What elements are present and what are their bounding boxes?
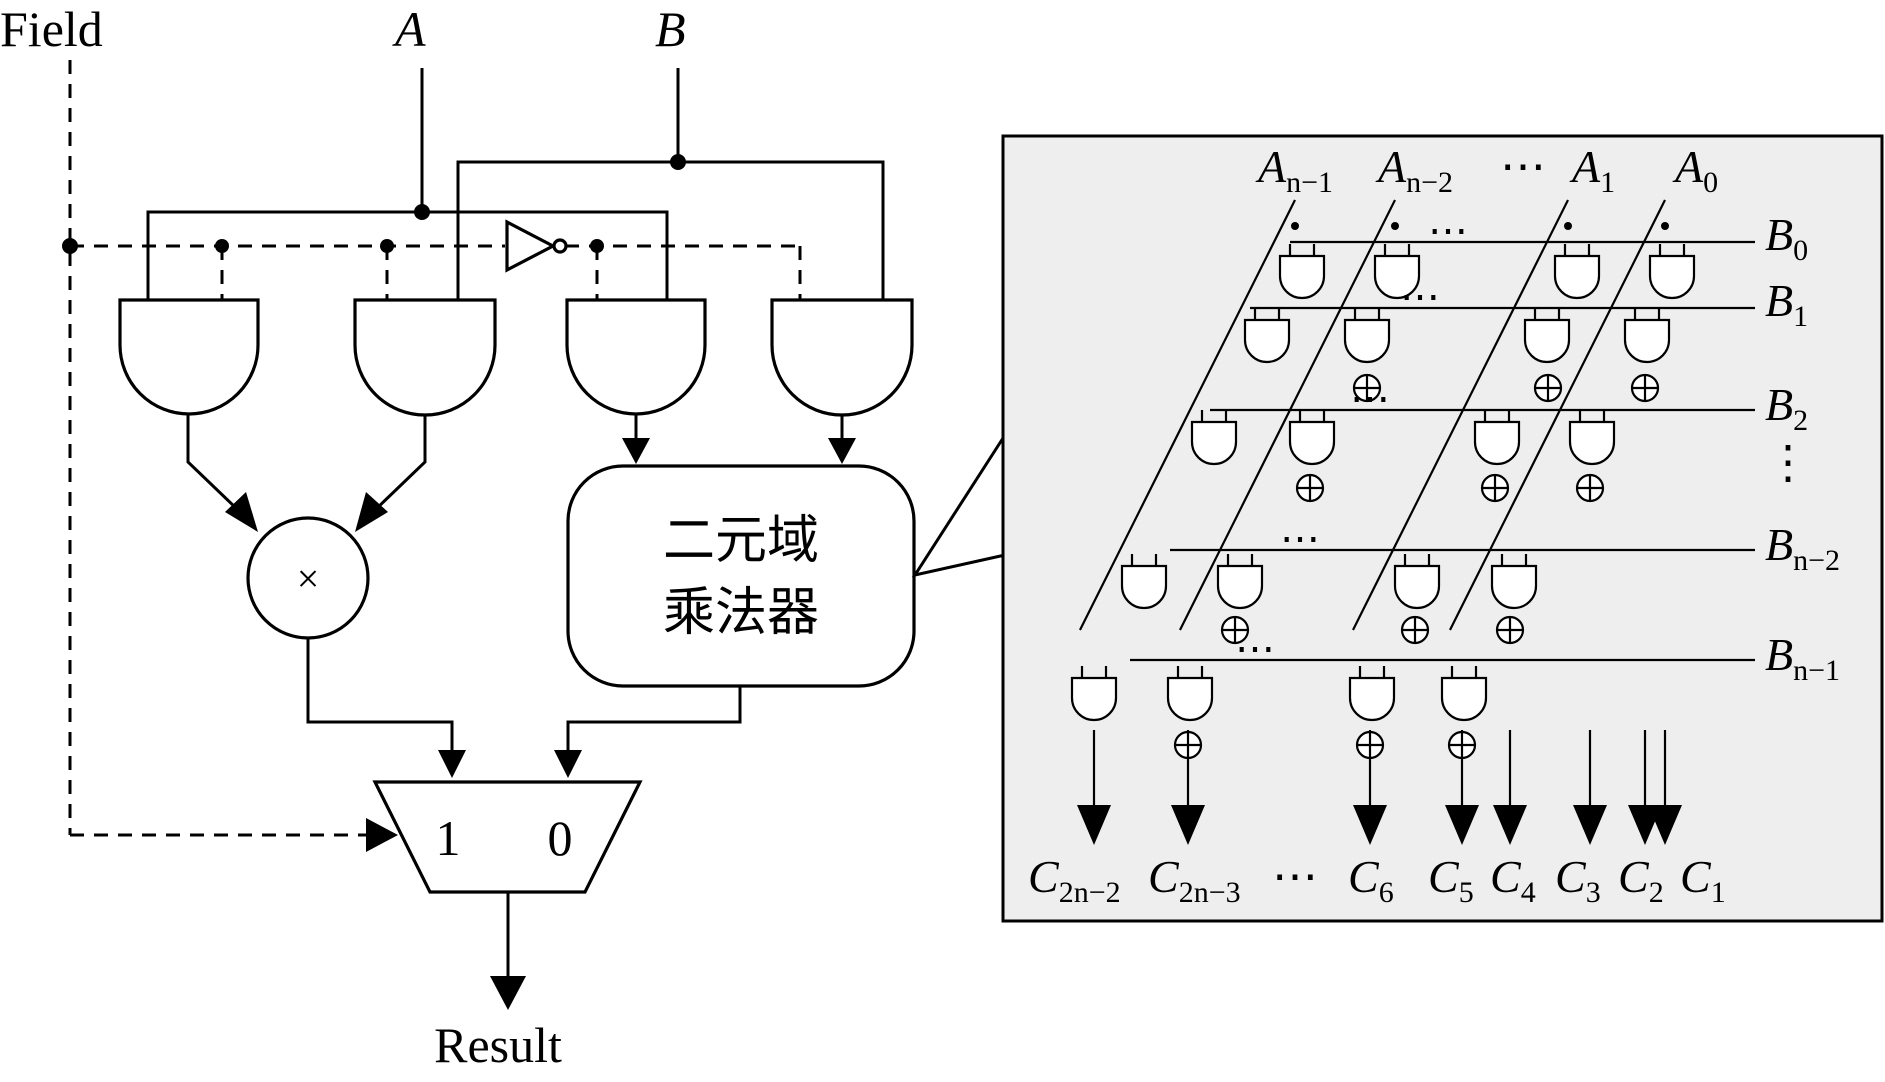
and-gate-1 [118,298,260,416]
integer-multiplier: × [246,516,370,640]
c-output-label: C2 [1618,851,1664,909]
and-gate-2 [353,298,497,417]
row-ellipsis: ⋯ [1280,516,1320,561]
mux-input-0-label: 0 [548,810,573,866]
output-arrow [1445,805,1479,845]
and-gate [1373,244,1421,300]
and-gate [1440,666,1488,722]
xor-gate [1575,473,1605,503]
xor-gate [1173,730,1203,760]
a-input-label: An−2 [1375,141,1453,199]
and-gate [1166,666,1214,722]
a-diagonal-line [1179,199,1396,631]
and-gate [1648,244,1696,300]
output-arrow [1077,805,1111,845]
junction-dot [1564,222,1572,230]
and-gate-3 [565,298,707,416]
and-gate [1490,554,1538,610]
wire-b [456,68,885,300]
xor-gate [1630,373,1660,403]
xor-gate [1480,473,1510,503]
b-input-label: B1 [1765,275,1808,333]
binary-multiplier-line2: 乘法器 [663,583,819,643]
and-gate [1343,308,1391,364]
c-output-label: C2n−2 [1028,851,1121,909]
and-gate [1216,554,1264,610]
b-input-label: Bn−1 [1765,629,1840,687]
wire-a [146,68,669,300]
c-output-label: C1 [1680,851,1726,909]
and-gate [1278,244,1326,300]
and-gate [1393,554,1441,610]
and-gate-4 [770,298,914,417]
b-input-label: B2 [1765,379,1808,437]
b-input-label: B0 [1765,209,1808,267]
a-diagonal-line [1449,199,1666,631]
xor-gate [1355,730,1385,760]
c-output-label: C6 [1348,851,1394,909]
xor-gate [1220,615,1250,645]
multiplexer: 1 0 [372,780,643,894]
result-label: Result [434,1017,562,1073]
and-gate [1190,410,1238,466]
detail-wiring [1077,199,1755,845]
output-arrow [1573,805,1607,845]
and-gate [1243,308,1291,364]
a-input-label: An−1 [1255,141,1333,199]
and-gate [1523,308,1571,364]
and-gate [1070,666,1118,722]
and-gate [1348,666,1396,722]
and-gate [1553,244,1601,300]
xor-gate [1352,373,1382,403]
wire-field [62,60,802,852]
output-arrow [1171,805,1205,845]
output-arrow [1493,805,1527,845]
junction-dot [1291,222,1299,230]
a-input-label: A0 [1672,141,1718,199]
output-arrow [1648,805,1682,845]
main-schematic: Field A B [0,1,916,1073]
detail-gate-array [1070,244,1696,760]
c-output-label: C2n−3 [1148,851,1241,909]
output-arrow [1353,805,1387,845]
input-a-label: A [392,1,426,57]
callout-pointer [911,434,1007,578]
and-gate [1120,554,1168,610]
row-ellipsis: ⋯ [1350,376,1390,421]
and-gate [1568,410,1616,466]
a-input-label: A1 [1569,141,1615,199]
mux-input-1-label: 1 [436,810,461,866]
field-label: Field [0,1,103,57]
junction-dot [1391,222,1399,230]
xor-gate [1295,473,1325,503]
c-output-label: ⋯ [1272,851,1318,902]
multiply-symbol: × [297,556,320,601]
row-ellipsis: ⋯ [1400,274,1440,319]
b-input-label: Bn−2 [1765,519,1840,577]
a-diagonal-line [1352,199,1569,631]
junction-dot [1661,222,1669,230]
c-output-label: C4 [1490,851,1536,909]
and-gate [1473,410,1521,466]
xor-gate [1533,373,1563,403]
binary-field-multiplier: 二元域 乘法器 [566,464,916,688]
xor-gate [1495,615,1525,645]
and-gate [1288,410,1336,466]
xor-gate [1447,730,1477,760]
input-b-label: B [655,1,686,57]
xor-gate [1400,615,1430,645]
c-output-label: C5 [1428,851,1474,909]
row-ellipsis: ⋯ [1428,208,1468,253]
inverter-gate [505,219,568,273]
c-output-label: C3 [1555,851,1601,909]
b-input-label: ⋮ [1765,437,1811,488]
and-gate [1623,308,1671,364]
a-input-label: ⋯ [1500,141,1546,192]
binary-multiplier-line1: 二元域 [663,511,819,571]
a-diagonal-line [1079,199,1296,631]
row-ellipsis: ⋯ [1235,626,1275,671]
